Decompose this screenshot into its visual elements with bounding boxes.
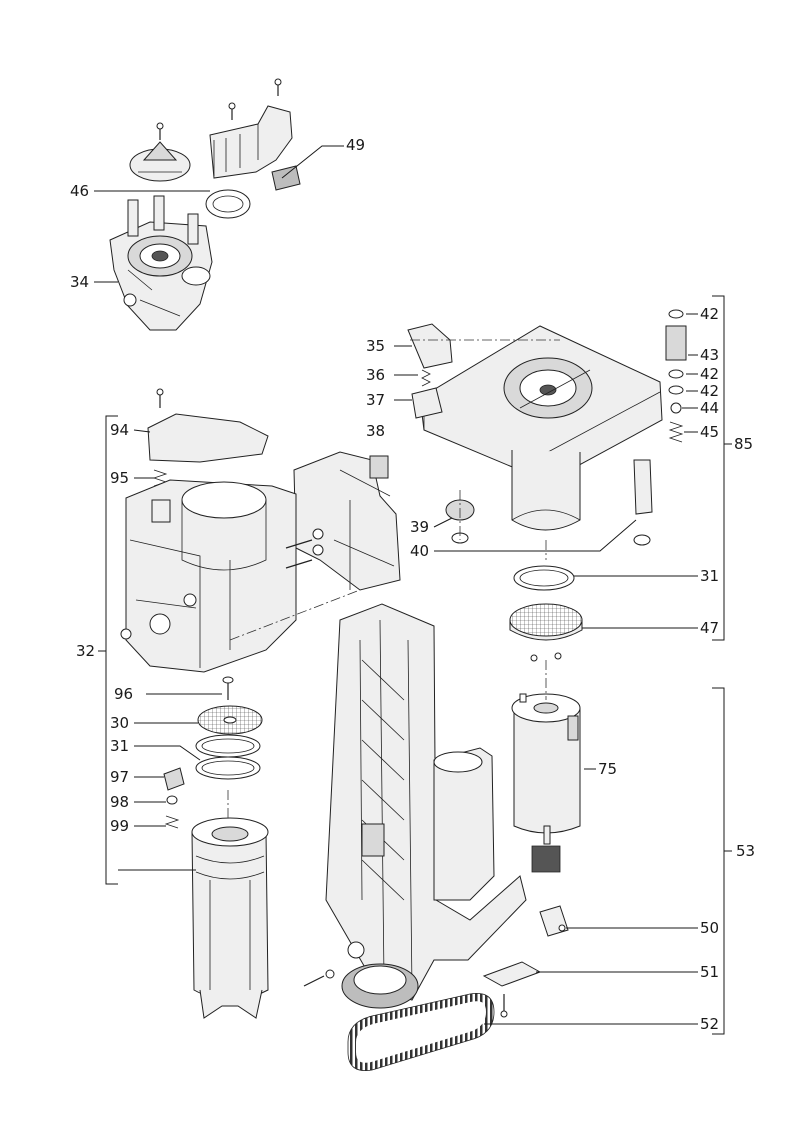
label-36: 36 [366, 366, 385, 384]
label-49: 49 [346, 136, 365, 154]
part-36-spring [421, 369, 431, 387]
label-51: 51 [700, 963, 719, 981]
part-75-motor [511, 693, 581, 873]
part-42-43-44-45-valve-stack [665, 309, 687, 443]
label-44: 44 [700, 399, 719, 417]
label-40: 40 [410, 542, 429, 560]
part-35-clip [407, 323, 453, 369]
label-42-mid: 42 [700, 365, 719, 383]
part-52-belt [347, 993, 495, 1071]
part-97-98-99-valve [163, 767, 185, 829]
bracket-85-group [712, 295, 732, 641]
part-knob [129, 122, 191, 182]
label-38: 38 [366, 422, 385, 440]
label-99: 99 [110, 817, 129, 835]
label-32: 32 [76, 642, 95, 660]
screws-frame [303, 969, 335, 987]
part-38-frame [293, 451, 401, 591]
label-53: 53 [736, 842, 755, 860]
label-42-top: 42 [700, 305, 719, 323]
leader-lines-53 [484, 768, 698, 1025]
label-39: 39 [410, 518, 429, 536]
label-98: 98 [110, 793, 129, 811]
part-gear-pulley [341, 941, 419, 1009]
label-45: 45 [700, 423, 719, 441]
label-42-low: 42 [700, 382, 719, 400]
part-37-clip [411, 387, 443, 419]
part-94-lever [147, 388, 269, 463]
part-49-bracket-assembly [209, 78, 301, 191]
label-34: 34 [70, 273, 89, 291]
label-46: 46 [70, 182, 89, 200]
part-47-burr [509, 603, 583, 662]
part-50-sensor [539, 905, 569, 937]
part-34-brew-head [109, 195, 213, 331]
screws-32-38 [229, 528, 361, 641]
part-31-oring-upper [513, 565, 575, 591]
part-plate-grinder-top [419, 325, 663, 531]
bracket-32-group [98, 415, 118, 885]
label-52: 52 [700, 1015, 719, 1033]
bracket-53-group [712, 687, 732, 1035]
part-labels: 49 46 34 42 43 42 42 44 45 85 35 36 37 3… [70, 136, 755, 1033]
label-85: 85 [734, 435, 753, 453]
part-30-filter [197, 705, 263, 735]
part-40-shaft [633, 459, 653, 546]
dash-lines [227, 339, 560, 820]
label-95: 95 [110, 469, 129, 487]
label-31-upper: 31 [700, 567, 719, 585]
label-94: 94 [110, 421, 129, 439]
part-cylinder [191, 817, 269, 1019]
part-31-orings-lower [195, 734, 261, 780]
label-97: 97 [110, 768, 129, 786]
label-43: 43 [700, 346, 719, 364]
label-31-lower: 31 [110, 737, 129, 755]
label-50: 50 [700, 919, 719, 937]
part-upright-frame [325, 603, 527, 1001]
leader-lines-85 [394, 313, 698, 629]
label-96: 96 [114, 685, 133, 703]
label-37: 37 [366, 391, 385, 409]
leader-lines-top [94, 145, 344, 283]
part-32-brew-unit-body [120, 479, 297, 673]
part-96-screw [222, 676, 234, 700]
label-30: 30 [110, 714, 129, 732]
label-47: 47 [700, 619, 719, 637]
leader-lines-32 [118, 429, 222, 871]
label-35: 35 [366, 337, 385, 355]
label-75: 75 [598, 760, 617, 778]
part-46-gasket [205, 189, 251, 219]
